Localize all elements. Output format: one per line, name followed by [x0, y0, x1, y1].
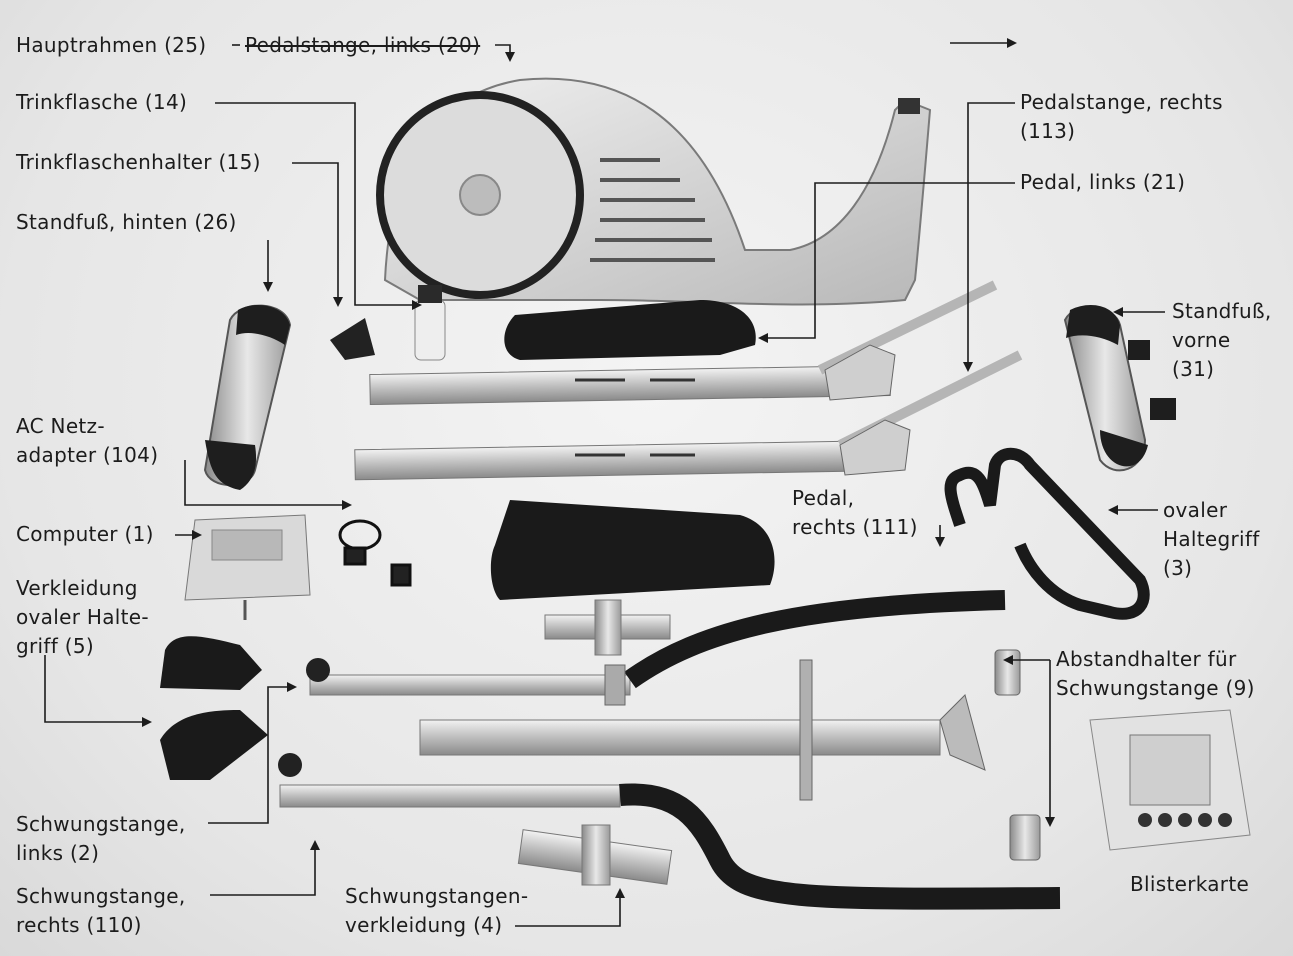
ac-adapter [338, 519, 412, 587]
spacer-top [994, 649, 1021, 696]
label-standfuss-hinten: Standfuß, hinten (26) [16, 210, 237, 234]
main-frame [376, 77, 932, 306]
leader-lines [44, 38, 1165, 927]
bottle [414, 285, 446, 361]
rear-foot [203, 304, 292, 490]
label-standfuss-vorne: Standfuß,vorne(31) [1172, 299, 1272, 381]
pedal-bar-right [354, 350, 1023, 481]
pedal-right [490, 500, 775, 600]
handle-cover-top [160, 636, 262, 690]
label-blisterkarte: Blisterkarte [1130, 872, 1250, 896]
console-computer [184, 514, 311, 620]
pedal-bar-left [369, 280, 998, 406]
blister-card [1089, 709, 1251, 851]
label-computer: Computer (1) [16, 522, 154, 546]
label-schwungstange-links: Schwungstange,links (2) [16, 812, 186, 865]
handle-cover-bottom [160, 710, 268, 780]
connector-bottom [517, 824, 673, 886]
frame-tube [419, 659, 986, 801]
oval-handlebar [944, 447, 1150, 620]
pedal-left [504, 300, 756, 360]
label-ac-netzadapter: AC Netz-adapter (104) [16, 414, 159, 467]
label-pedalstange-rechts: Pedalstange, rechts(113) [1020, 90, 1223, 143]
front-foot [1063, 305, 1176, 472]
label-pedal-links: Pedal, links (21) [1020, 170, 1186, 194]
label-schwungstange-rechts: Schwungstange,rechts (110) [16, 884, 186, 937]
label-schwungstangenverkleidung: Schwungstangen-verkleidung (4) [345, 884, 529, 937]
connector-top [544, 599, 671, 656]
label-trinkflaschenhalter: Trinkflaschenhalter (15) [16, 150, 261, 174]
spacer-bottom [1009, 814, 1041, 861]
label-trinkflasche: Trinkflasche (14) [16, 90, 188, 114]
label-pedalstange-links: Pedalstange, links (20) [245, 33, 481, 57]
label-hauptrahmen: Hauptrahmen (25) [16, 33, 207, 57]
label-pedal-rechts: Pedal,rechts (111) [792, 486, 918, 539]
swing-bar-right [278, 753, 1061, 910]
bottle-holder [330, 318, 375, 360]
swing-bar-left [306, 590, 1006, 706]
